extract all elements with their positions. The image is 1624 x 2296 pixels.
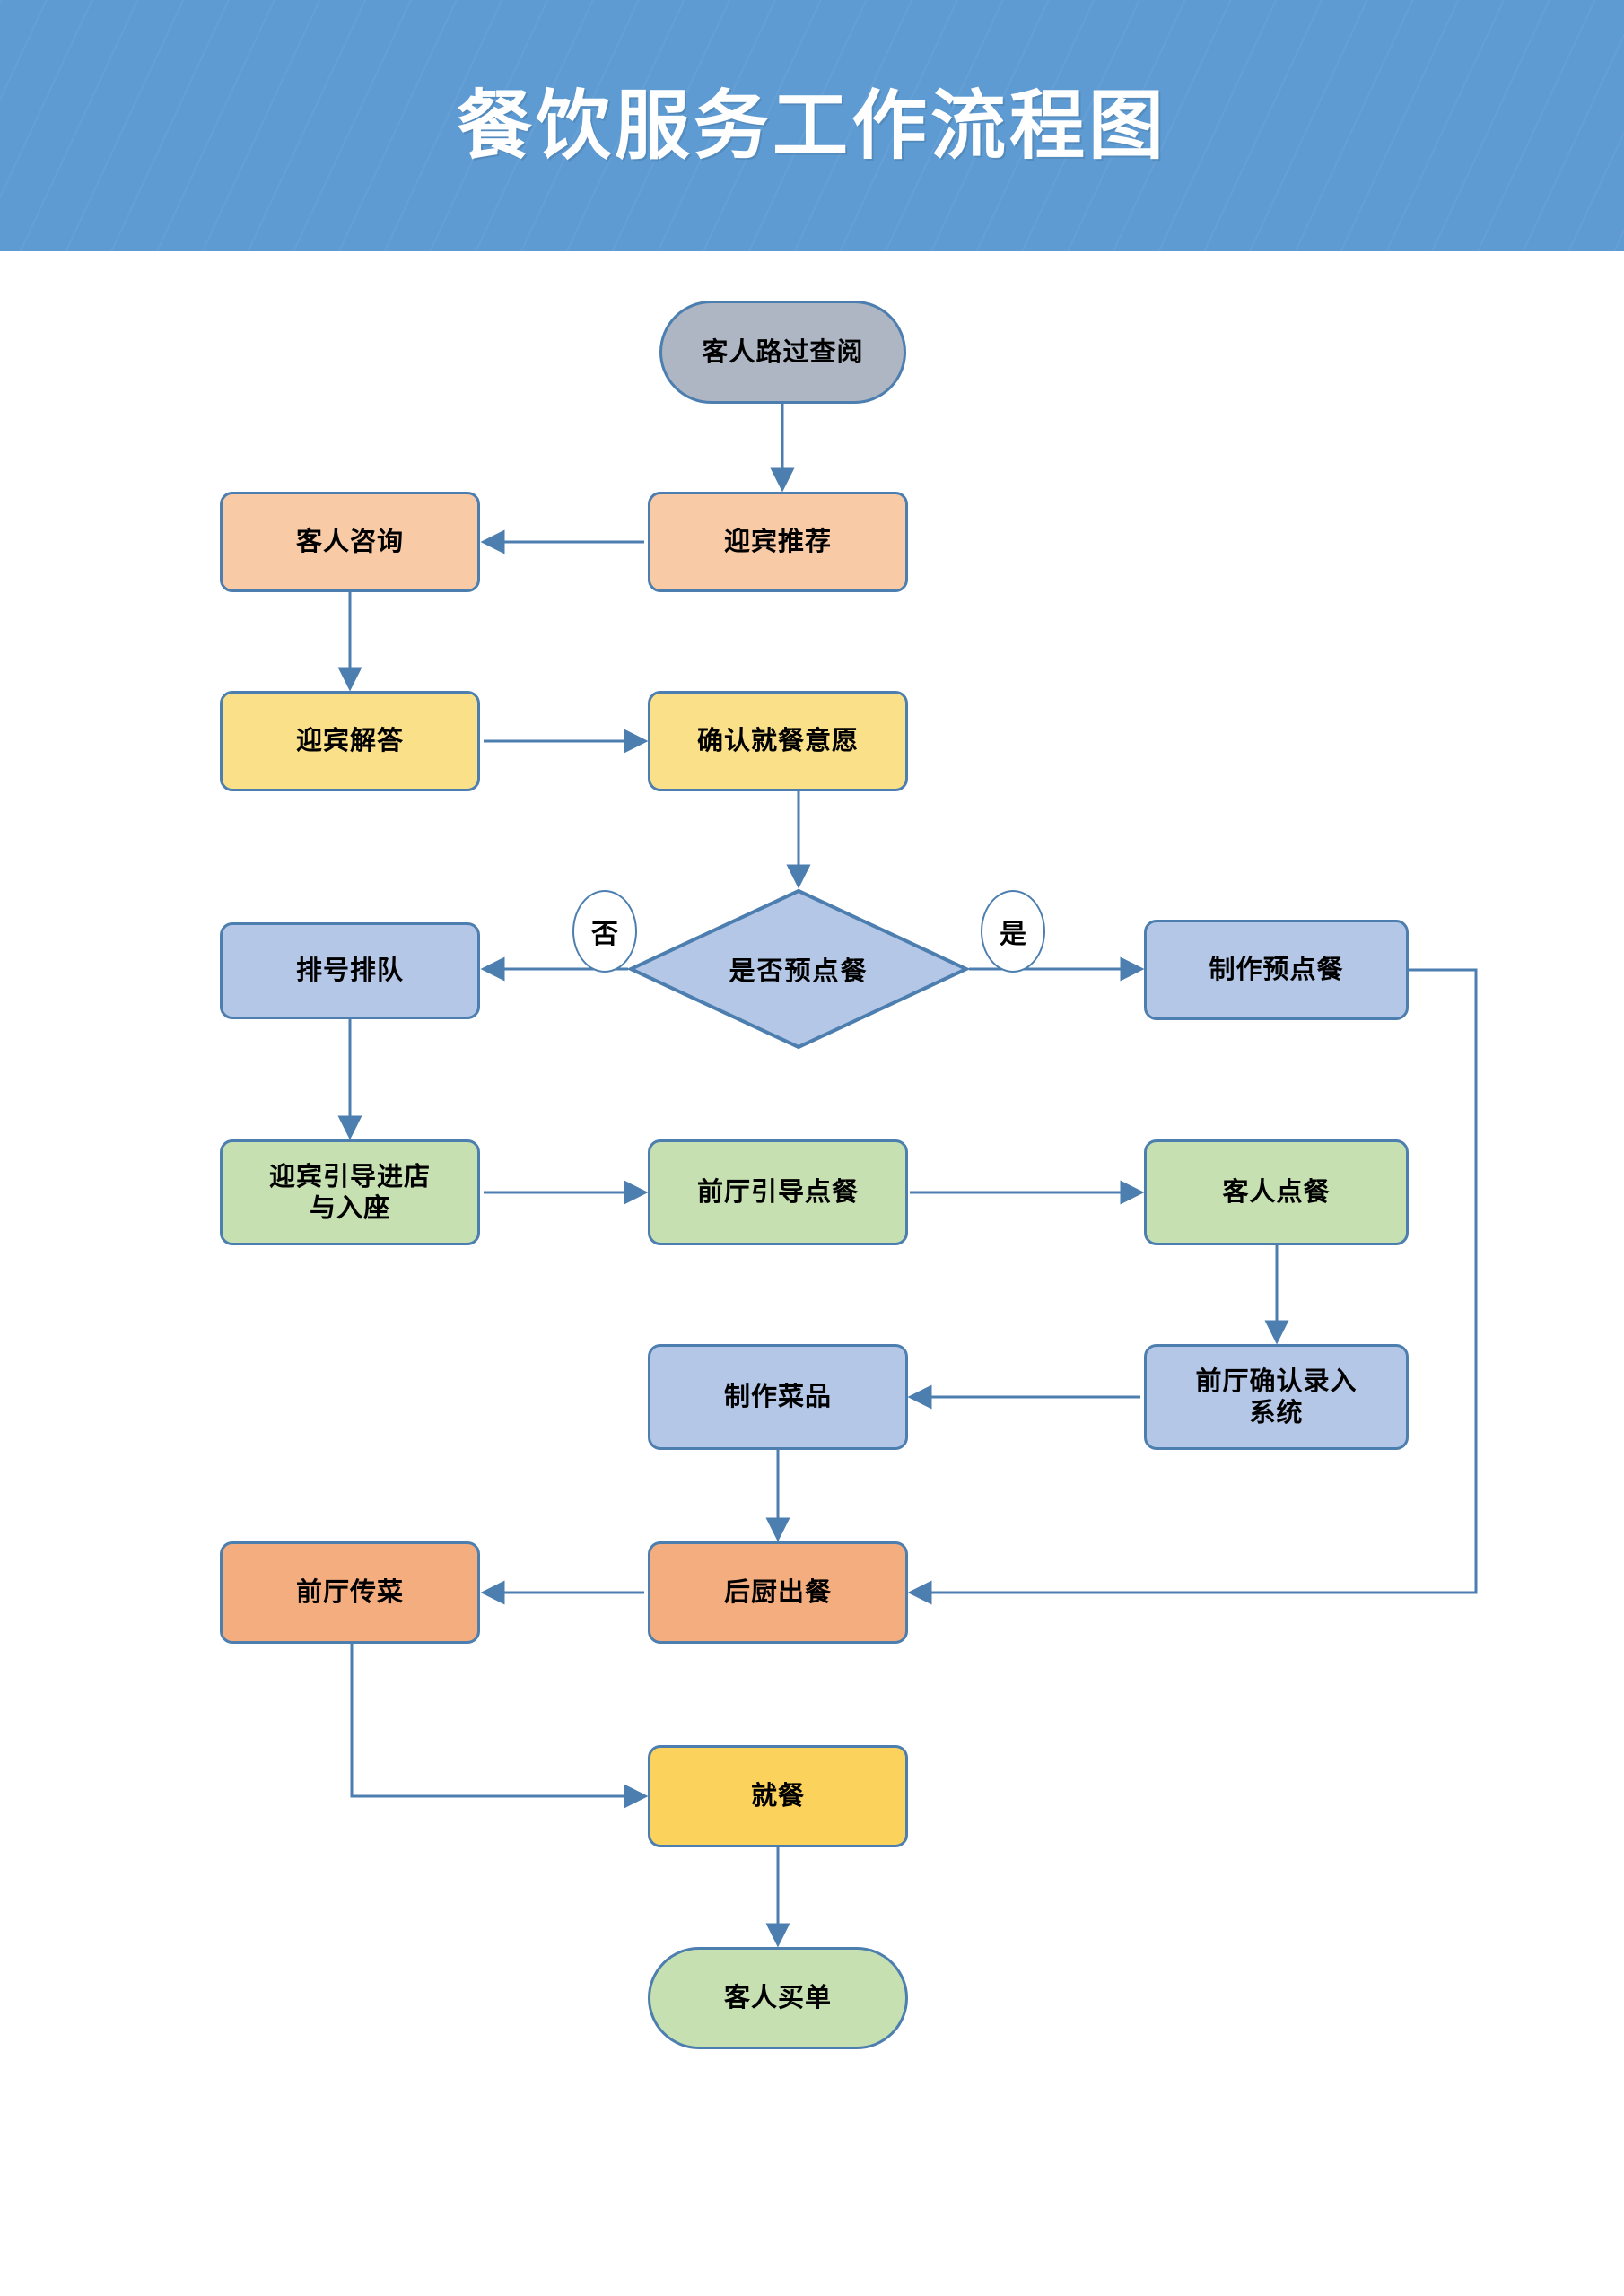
node-label: 客人买单 [723, 1982, 832, 2013]
node-guest-inquiry[interactable]: 客人咨询 [220, 492, 480, 592]
node-label: 迎宾推荐 [723, 526, 832, 557]
node-cook-dishes[interactable]: 制作菜品 [648, 1344, 908, 1450]
node-label: 迎宾解答 [295, 725, 404, 756]
node-confirm-dining-intent[interactable]: 确认就餐意愿 [648, 691, 908, 791]
node-guest-passing-browse[interactable]: 客人路过查阅 [659, 301, 906, 404]
node-prepare-preorder[interactable]: 制作预点餐 [1144, 920, 1409, 1020]
node-label: 客人咨询 [295, 526, 404, 557]
node-label: 制作菜品 [723, 1381, 832, 1412]
node-label: 排号排队 [295, 955, 404, 986]
node-label: 前厅确认录入 系统 [1195, 1365, 1358, 1427]
node-front-deliver-dishes[interactable]: 前厅传菜 [220, 1541, 480, 1644]
page-title: 餐饮服务工作流程图 [456, 81, 1167, 170]
node-label: 是否预点餐 [729, 956, 869, 986]
edge-label-yes: 是 [981, 890, 1045, 973]
edge-label-no: 否 [572, 890, 637, 973]
node-label: 就餐 [750, 1780, 805, 1811]
node-kitchen-serve[interactable]: 后厨出餐 [648, 1541, 908, 1644]
node-dining[interactable]: 就餐 [648, 1745, 908, 1847]
node-label: 客人路过查阅 [702, 336, 864, 367]
edge-n8-n14 [907, 968, 1478, 1605]
node-label: 迎宾引导进店 与入座 [268, 1160, 431, 1223]
diamond-shape-icon [628, 888, 969, 1050]
node-label: 后厨出餐 [723, 1576, 832, 1608]
edge-n15-n16 [350, 1644, 649, 1809]
node-guest-checkout[interactable]: 客人买单 [648, 1947, 908, 2049]
node-label: 制作预点餐 [1209, 954, 1344, 985]
node-greeter-guide-seat[interactable]: 迎宾引导进店 与入座 [220, 1139, 480, 1245]
node-label: 前厅传菜 [295, 1576, 404, 1608]
node-greeter-answer[interactable]: 迎宾解答 [220, 691, 480, 791]
node-front-guide-order[interactable]: 前厅引导点餐 [648, 1139, 908, 1245]
node-decision-preorder[interactable]: 是否预点餐 [628, 888, 969, 1050]
edge-label-text: 是 [1000, 919, 1026, 950]
edge-label-text: 否 [591, 919, 618, 950]
node-label: 客人点餐 [1222, 1176, 1331, 1208]
node-guest-order[interactable]: 客人点餐 [1144, 1139, 1409, 1245]
node-queue-number[interactable]: 排号排队 [220, 922, 480, 1019]
node-label: 确认就餐意愿 [696, 725, 859, 756]
node-front-confirm-entry-system[interactable]: 前厅确认录入 系统 [1144, 1344, 1409, 1450]
node-greeter-recommend[interactable]: 迎宾推荐 [648, 492, 908, 592]
node-label: 前厅引导点餐 [696, 1176, 859, 1208]
page-header-banner: 餐饮服务工作流程图 [0, 0, 1624, 251]
